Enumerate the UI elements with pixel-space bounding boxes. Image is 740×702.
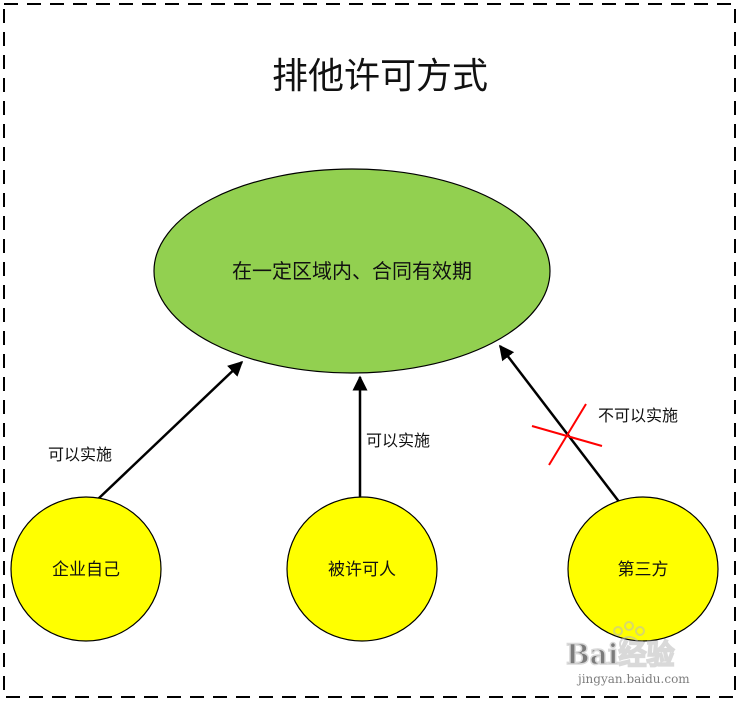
watermark-brand: Bai经验 xyxy=(566,638,674,671)
scope-oval xyxy=(153,168,551,374)
arrow-company-to-scope xyxy=(96,360,244,501)
baidu-watermark: Bai经验 jingyan.baidu.com xyxy=(565,621,690,686)
watermark-url: jingyan.baidu.com xyxy=(576,672,690,686)
party-label: 第三方 xyxy=(618,560,669,580)
edge-label-licensee: 可以实施 xyxy=(366,431,430,450)
arrow-third-party-to-scope xyxy=(499,344,621,504)
scope-label: 在一定区域内、合同有效期 xyxy=(232,259,472,283)
scope-node: 在一定区域内、合同有效期 xyxy=(153,168,551,374)
party-node-licensee: 被许可人 xyxy=(286,496,438,642)
party-node-third-party: 第三方 xyxy=(567,496,719,642)
party-label: 企业自己 xyxy=(52,560,120,580)
party-circle xyxy=(567,496,719,642)
paw-logo-icon xyxy=(613,621,645,652)
party-circle xyxy=(286,496,438,642)
edge-label-company: 可以实施 xyxy=(48,445,112,464)
edge-label-third-party: 不可以实施 xyxy=(598,406,678,425)
party-circle xyxy=(10,496,162,642)
party-node-company: 企业自己 xyxy=(10,496,162,642)
prohibited-cross-icon xyxy=(531,403,603,466)
diagram-title: 排他许可方式 xyxy=(272,56,488,97)
party-label: 被许可人 xyxy=(328,560,396,580)
